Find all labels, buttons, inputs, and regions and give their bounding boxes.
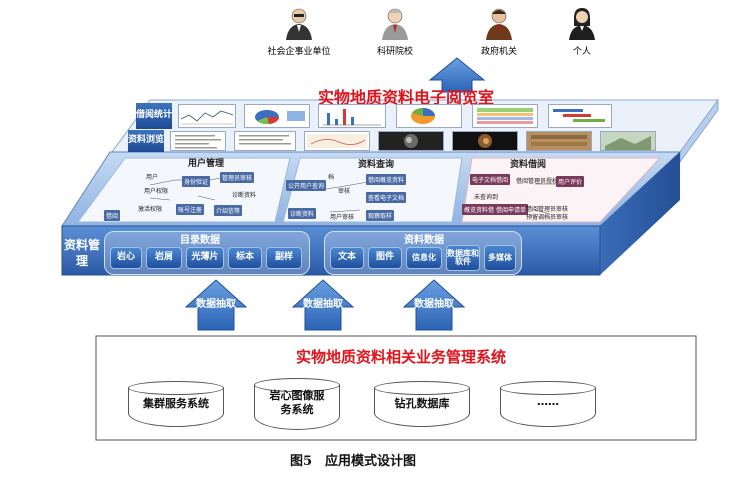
dq-file: 档	[328, 174, 335, 181]
panel-title-data-query: 资料查询	[358, 160, 395, 170]
user-enterprise: 社会企事业单位	[259, 6, 339, 57]
person-icon	[382, 8, 408, 40]
person-icon	[486, 8, 512, 40]
thumbnail-bar-chart[interactable]	[318, 104, 386, 128]
thumbnail-core-photo[interactable]	[526, 131, 592, 151]
user-label: 个人	[572, 47, 591, 57]
doc-maps[interactable]: 图件	[368, 247, 402, 269]
platform-right	[600, 152, 680, 275]
um-borrow[interactable]: 借阅	[104, 210, 121, 221]
um-diag: 诊断资料	[232, 192, 257, 199]
panel-data-query-bg	[282, 157, 463, 223]
db-core-image-service[interactable]: 岩心图像服务系统	[254, 378, 340, 430]
extract-arrow-3	[402, 279, 466, 331]
catalog-specimen[interactable]: 标本	[228, 247, 262, 269]
dq-review: 审核	[338, 188, 351, 195]
catalog-thin-section[interactable]: 光薄片	[186, 247, 224, 269]
panel-title-user-mgmt: 用户管理	[188, 159, 225, 169]
top-arrow	[428, 57, 486, 93]
um-identity[interactable]: 身份验证	[182, 176, 211, 187]
um-perms: 用户权限	[144, 188, 169, 195]
extract-arrow-1	[184, 279, 248, 331]
thumbnail-thin-section-1[interactable]	[378, 131, 444, 151]
thumbnail-line-chart[interactable]	[178, 104, 236, 128]
user-individual: 个人	[542, 6, 622, 57]
doc-text[interactable]: 文本	[330, 247, 364, 269]
thumbnail-gantt[interactable]	[548, 104, 612, 128]
figure-caption: 图5 应用模式设计图	[290, 454, 417, 469]
um-register[interactable]: 账号注册	[176, 204, 205, 215]
thumbnail-doc-2[interactable]	[234, 131, 296, 151]
db-admin-review: 借阅管理员审核	[526, 206, 569, 213]
db-more: ……	[500, 381, 596, 427]
row-label-borrow-stats: 借阅统计	[136, 103, 172, 129]
user-label: 科研院校	[376, 47, 413, 57]
db-borehole[interactable]: 钻孔数据库	[374, 381, 470, 427]
db-request-form[interactable]: 借阅申请单	[494, 204, 529, 215]
reading-room-title: 实物地质资料电子阅览室	[318, 88, 495, 107]
panel-title-data-borrow: 资料借阅	[510, 160, 547, 170]
db-not-found: 未查询到	[474, 194, 499, 201]
person-icon	[569, 8, 595, 40]
data-management-label: 资料管理	[64, 238, 101, 268]
dq-diag[interactable]: 诊断资料	[288, 208, 317, 219]
thumbnail-map[interactable]	[304, 131, 370, 151]
thumbnail-rock-photo[interactable]	[600, 131, 656, 151]
doc-multimedia[interactable]: 多媒体	[484, 245, 516, 271]
row-label-data-browse: 资料浏览	[128, 130, 164, 152]
db-cluster-service[interactable]: 集群服务系统	[128, 381, 224, 427]
um-admin-review[interactable]: 管理员审核	[220, 172, 255, 183]
doc-database-software[interactable]: 数据库和软件	[446, 245, 480, 271]
person-icon	[286, 8, 312, 40]
catalog-cuttings[interactable]: 岩屑	[146, 247, 182, 269]
db-admin-auth: 借阅管理员授权	[516, 178, 559, 185]
dq-public-query[interactable]: 公开用户查询	[286, 180, 327, 191]
dq-edoc[interactable]: 查看电子文档	[366, 192, 407, 203]
thumbnail-thin-section-2[interactable]	[452, 131, 518, 151]
user-research: 科研院校	[355, 6, 435, 57]
extract-label-3: 数据抽取	[414, 299, 454, 310]
extract-label-1: 数据抽取	[196, 299, 236, 310]
user-label: 政府机关	[480, 47, 517, 57]
dq-sampling[interactable]: 观察取样	[366, 210, 395, 221]
db-dispatcher-review: 预留调档员审核	[526, 214, 569, 221]
thumbnail-pie-orange[interactable]	[396, 104, 462, 128]
doc-digital[interactable]: 信息化	[406, 247, 442, 269]
extract-label-2: 数据抽取	[303, 299, 343, 310]
db-edoc-borrow[interactable]: 电子文档借阅	[470, 174, 511, 185]
user-label: 社会企事业单位	[267, 47, 331, 57]
um-activate: 激活权限	[138, 206, 163, 213]
dq-user-review: 用户审核	[330, 214, 355, 221]
dq-overview[interactable]: 借阅概览资料	[366, 174, 407, 185]
thumbnail-table[interactable]	[472, 104, 538, 128]
catalog-duplicate[interactable]: 副样	[266, 247, 302, 269]
document-title: 资料数据	[404, 235, 444, 246]
db-rating[interactable]: 用户评价	[556, 176, 585, 187]
um-user: 用户	[146, 174, 159, 181]
catalog-core[interactable]: 岩心	[110, 247, 142, 269]
db-overview-borrow[interactable]: 概览资料借阅	[462, 204, 503, 215]
extract-arrow-2	[291, 279, 355, 331]
business-system-title: 实物地质资料相关业务管理系统	[296, 348, 507, 366]
um-letter[interactable]: 介绍信等	[214, 205, 243, 216]
thumbnail-doc-1[interactable]	[170, 131, 226, 151]
catalog-title: 目录数据	[180, 235, 220, 246]
user-government: 政府机关	[459, 6, 539, 57]
thumbnail-pie-chart[interactable]	[244, 104, 310, 128]
